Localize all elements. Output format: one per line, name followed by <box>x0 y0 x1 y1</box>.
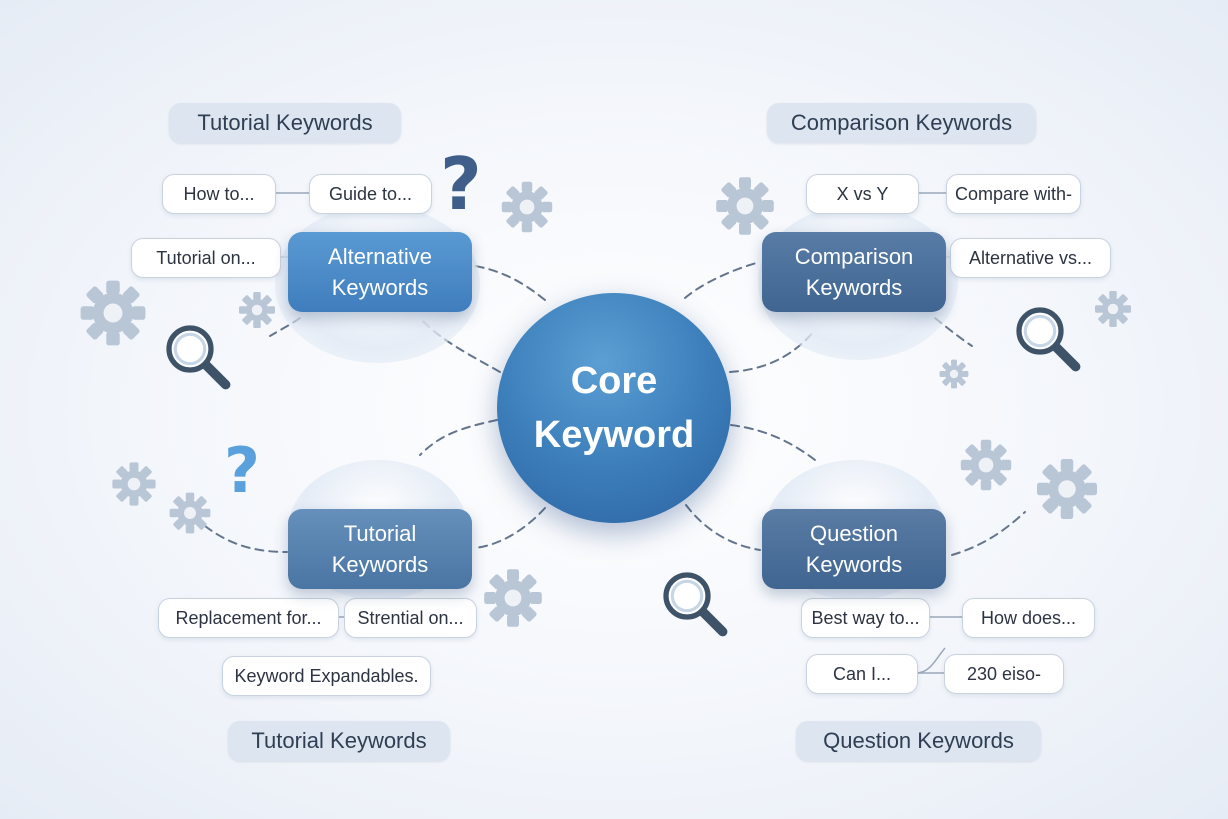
category-alternative-line2: Keywords <box>331 275 429 300</box>
gear-icon <box>960 439 1012 491</box>
category-tutorial-keywords[interactable]: Tutorial Keywords <box>288 509 472 589</box>
category-question-keywords[interactable]: Question Keywords <box>762 509 946 589</box>
gear-icon <box>112 462 156 506</box>
keyword-pill-how-to[interactable]: How to... <box>162 174 276 214</box>
gear-icon <box>501 181 553 233</box>
magnifier-icon <box>666 575 723 632</box>
title-bottom-right: Question Keywords <box>796 721 1041 761</box>
title-bottom-left: Tutorial Keywords <box>228 721 450 761</box>
connector-core-comparison-2 <box>684 261 761 299</box>
connector-tut-outer <box>204 525 288 553</box>
category-alternative-line1: Alternative <box>328 244 432 269</box>
keyword-pill-replacement-for[interactable]: Replacement for... <box>158 598 339 638</box>
connector-q-outer <box>951 511 1026 556</box>
magnifier-icon <box>1019 310 1076 367</box>
connector-core-tutorial <box>419 419 498 456</box>
gear-icon <box>1037 459 1097 519</box>
category-comparison-line1: Comparison <box>794 244 914 269</box>
gear-icon <box>716 177 774 235</box>
keyword-pill-can-i[interactable]: Can I... <box>806 654 918 694</box>
connector-core-question <box>730 424 816 461</box>
keyword-pill-guide-to[interactable]: Guide to... <box>309 174 432 214</box>
category-comparison-line2: Keywords <box>805 275 903 300</box>
core-keyword-line2: Keyword <box>533 414 695 456</box>
connector-core-question-2 <box>685 504 761 551</box>
category-comparison-keywords[interactable]: Comparison Keywords <box>762 232 946 312</box>
gear-icon <box>484 569 542 627</box>
category-tutorial-line1: Tutorial <box>343 521 417 546</box>
gear-icon <box>239 292 275 328</box>
gear-icon <box>169 492 211 534</box>
gear-icon <box>939 359 969 389</box>
keyword-pill-best-way-to[interactable]: Best way to... <box>801 598 930 638</box>
keyword-pill-tutorial-on[interactable]: Tutorial on... <box>131 238 281 278</box>
keyword-pill-x-vs-y[interactable]: X vs Y <box>806 174 919 214</box>
core-keyword-line1: Core <box>570 360 658 402</box>
category-question-line2: Keywords <box>805 552 903 577</box>
category-tutorial-line2: Keywords <box>331 552 429 577</box>
title-top-right: Comparison Keywords <box>767 103 1036 143</box>
keyword-pill-strential-on[interactable]: Strential on... <box>344 598 477 638</box>
keyword-pill-compare-with[interactable]: Compare with- <box>946 174 1081 214</box>
keyword-pill-number[interactable]: 230 eiso- <box>944 654 1064 694</box>
category-question-line1: Question <box>809 521 899 546</box>
core-keyword-node[interactable]: Core Keyword <box>497 293 731 523</box>
keyword-pill-how-does[interactable]: How does... <box>962 598 1095 638</box>
gear-icon <box>1095 291 1131 327</box>
category-alternative-keywords[interactable]: Alternative Keywords <box>288 232 472 312</box>
question-mark-icon: ? <box>224 434 260 507</box>
title-top-left: Tutorial Keywords <box>169 103 401 143</box>
gear-icon <box>80 280 146 346</box>
keyword-pill-alternative-vs[interactable]: Alternative vs... <box>950 238 1111 278</box>
keyword-pill-keyword-expandables[interactable]: Keyword Expandables. <box>222 656 431 696</box>
question-mark-icon: ? <box>440 142 482 226</box>
connector-core-tutorial-2 <box>474 507 546 549</box>
magnifier-icon <box>169 328 226 385</box>
connector-core-alternative-2 <box>469 264 546 301</box>
